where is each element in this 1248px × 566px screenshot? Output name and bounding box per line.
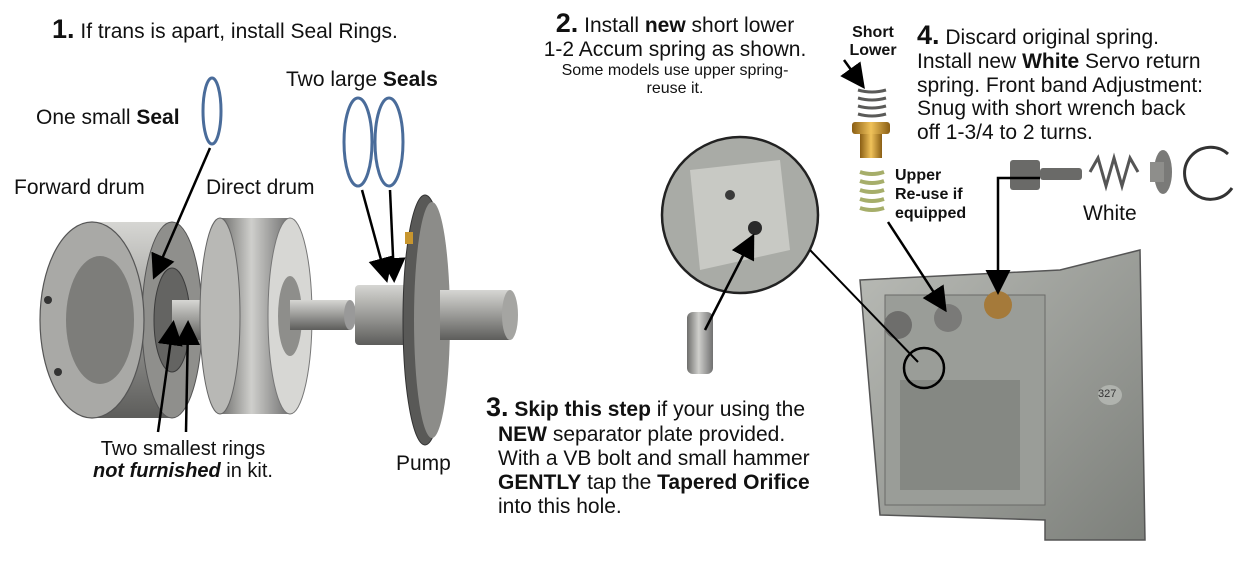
step3-line3: With a VB bolt and small hammer	[498, 446, 810, 470]
short-lower-label: Short Lower	[842, 24, 904, 60]
white-spring-label: White	[1083, 202, 1137, 225]
step3-line4-c: tap the	[581, 470, 658, 494]
servo-parts	[1010, 145, 1234, 201]
two-large-seals-text: Two large	[286, 68, 383, 91]
step3-line1: 3. Skip this step if your using the	[486, 392, 810, 423]
leader-lines-right	[703, 59, 1040, 331]
step3-line4: GENTLY tap the Tapered Orifice	[486, 471, 810, 495]
direct-drum-label: Direct drum	[206, 176, 315, 199]
pump	[355, 194, 518, 446]
step3-line1-c: if your using the	[650, 398, 805, 421]
step4-line2-a: Install new	[917, 50, 1023, 74]
seal-rings	[201, 76, 405, 188]
step2-line1: 2. Install new short lower	[520, 8, 830, 38]
step4-line1-text: Discard original spring.	[945, 26, 1159, 49]
step4-number: 4.	[917, 20, 940, 50]
step4-line1: 4. Discard original spring.	[917, 20, 1203, 50]
step3-line1-b: Skip this step	[514, 398, 651, 421]
step4-line2-b: White	[1022, 50, 1080, 74]
step2-line3: Some models use upper spring-	[561, 61, 789, 79]
two-smallest-rings-line1: Two smallest rings	[100, 438, 266, 460]
step4-line2: Install new White Servo return	[917, 50, 1203, 74]
forward-drum	[39, 221, 203, 419]
step3-line2: NEW separator plate provided.	[486, 423, 810, 447]
step2-line2: 1-2 Accum spring as shown.	[543, 38, 807, 62]
step3-line5: into this hole.	[498, 494, 622, 518]
step4-line5: off 1-3/4 to 2 turns.	[917, 120, 1093, 144]
large-seal-ring-1	[342, 96, 374, 188]
one-small-seal-text: One small	[36, 106, 137, 129]
step4-line3: spring. Front band Adjustment:	[917, 73, 1203, 97]
step3-number: 3.	[486, 392, 509, 422]
step4-caption: 4. Discard original spring. Install new …	[917, 20, 1203, 144]
step3-line4-d: Tapered Orifice	[657, 470, 810, 494]
step2-line4: reuse it.	[646, 79, 704, 97]
direct-drum	[199, 217, 356, 415]
one-small-seal-bold: Seal	[136, 106, 180, 129]
step2-number: 2.	[555, 8, 579, 38]
step2-line1-a: Install	[584, 14, 645, 37]
short-lower-line1: Short	[852, 24, 894, 41]
valve-body-case	[859, 249, 1146, 541]
two-large-seals-bold: Seals	[382, 68, 438, 91]
step3-line2-c: separator plate provided.	[547, 422, 786, 446]
step2-line1-c: short lower	[685, 14, 795, 37]
upper-spring-label: Upper Re-use if equipped	[895, 166, 966, 224]
pump-label: Pump	[396, 452, 451, 475]
step3-line4-b: GENTLY	[498, 470, 582, 494]
upper-spring	[859, 170, 885, 212]
step1-caption: 1. If trans is apart, install Seal Rings…	[52, 14, 398, 44]
step4-line4: Snug with short wrench back	[917, 97, 1186, 121]
upper-line2: Re-use if	[895, 186, 963, 204]
step1-number: 1.	[52, 14, 75, 44]
leader-lines-left	[151, 147, 406, 433]
not-furnished-text: not furnished	[92, 460, 221, 483]
one-small-seal-label: One small Seal	[36, 106, 180, 130]
two-smallest-rings-label: Two smallest rings not furnished in kit.	[88, 438, 278, 483]
case-number-stamp: 327	[1098, 388, 1117, 400]
step3-line2-b: NEW	[498, 422, 547, 446]
step3-caption: 3. Skip this step if your using the NEW …	[486, 392, 810, 519]
in-kit-text: in kit.	[220, 460, 273, 483]
forward-drum-label: Forward drum	[14, 176, 145, 199]
short-lower-spring	[857, 88, 887, 118]
zoom-callout	[660, 135, 919, 363]
step4-line2-c: Servo return	[1079, 50, 1201, 74]
brass-piston	[852, 122, 890, 158]
step2-caption: 2. Install new short lower 1-2 Accum spr…	[520, 8, 830, 98]
small-seal-ring	[201, 76, 223, 146]
two-large-seals-label: Two large Seals	[286, 68, 438, 92]
step1-text: If trans is apart, install Seal Rings.	[80, 20, 398, 43]
step2-line1-b: new	[644, 14, 686, 37]
upper-line3: equipped	[895, 205, 967, 223]
upper-line1: Upper	[895, 167, 942, 184]
large-seal-ring-2	[373, 96, 405, 188]
short-lower-line2: Lower	[849, 41, 897, 59]
